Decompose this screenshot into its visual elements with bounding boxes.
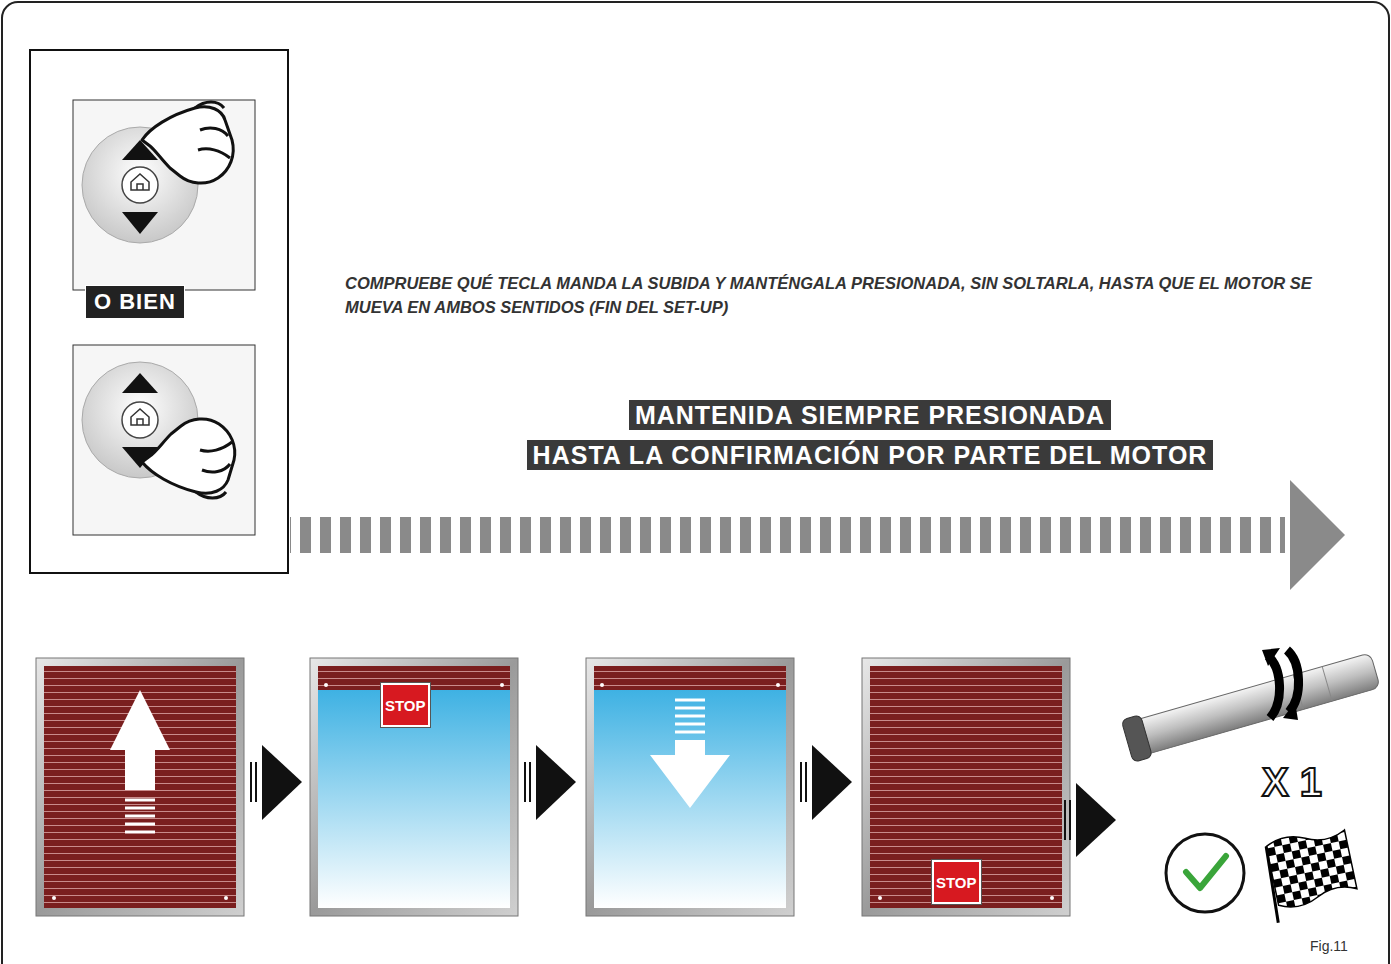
instruction-text: COMPRUEBE QUÉ TECLA MANDA LA SUBIDA Y MA… [345, 272, 1325, 320]
figure-number: Fig.11 [1310, 938, 1348, 954]
banner-line: MANTENIDA SIEMPRE PRESIONADA [629, 400, 1111, 430]
banner-line: HASTA LA CONFIRMACIÓN POR PARTE DEL MOTO… [527, 440, 1214, 470]
stop-text: STOP [385, 697, 426, 714]
option-label: O BIEN [86, 286, 184, 318]
multiplier: X 1 [1262, 760, 1322, 804]
stop-sign: STOP [932, 860, 981, 904]
stop-text: STOP [936, 874, 977, 891]
stop-sign: STOP [381, 683, 430, 727]
option-panel: O BIEN [30, 50, 288, 573]
